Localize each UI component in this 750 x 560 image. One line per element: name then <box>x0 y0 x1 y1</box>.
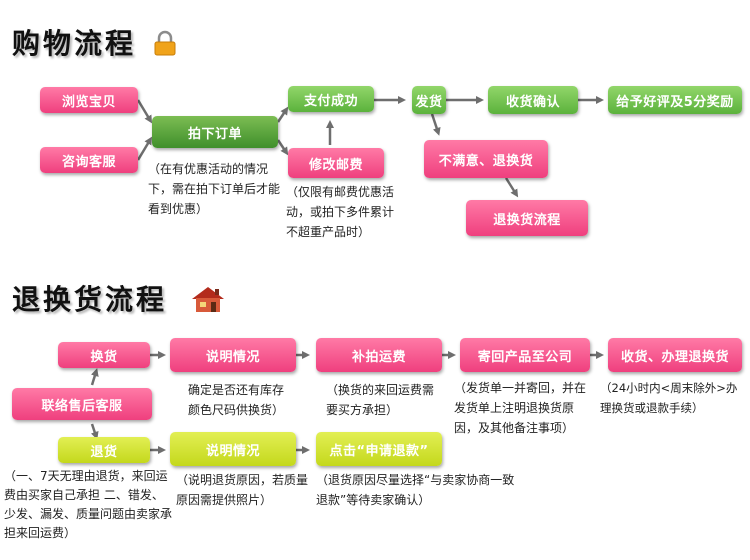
browse-box: 浏览宝贝 <box>40 87 138 113</box>
sendback-note: （发货单一并寄回，并在发货单上注明退换货原因，及其他备注事项） <box>454 381 587 435</box>
finish-note: （24小时内<周末除外>办理换货或退款手续） <box>600 381 738 415</box>
order-box: 拍下订单 <box>152 116 278 148</box>
review-box: 给予好评及5分奖励 <box>608 86 742 114</box>
arrow-ship-unsatisfied <box>430 113 441 136</box>
arrow-unsatisfied-returnflow <box>504 177 519 198</box>
modify-note: （仅限有邮费优惠活动，或拍下多件累计不超重产品时） <box>286 185 395 239</box>
exchange-box: 换货 <box>58 342 150 368</box>
apply-box: 点击“申请退款” <box>316 432 442 466</box>
returns-title: 退换货流程 <box>12 283 168 316</box>
arrow-browse-order <box>136 99 153 124</box>
refund-box: 退货 <box>58 437 150 463</box>
order-note: （在有优惠活动的情况下，需在拍下订单后才能看到优惠） <box>148 162 281 216</box>
freight-note: （换货的来回运费需要买方承担） <box>326 383 435 417</box>
modify-box: 修改邮费 <box>288 148 384 178</box>
arrow-order-modify <box>276 139 289 156</box>
arrow-contact-refund <box>90 423 99 440</box>
lock-icon <box>154 30 176 56</box>
shopping-title: 购物流程 <box>12 27 137 60</box>
arrow-consult-order <box>136 136 153 161</box>
explain1-box: 说明情况 <box>170 338 296 372</box>
explain2-box: 说明情况 <box>170 432 296 466</box>
explain2-note: （说明退货原因，若质量原因需提供照片） <box>176 473 309 507</box>
arrow-order-pay <box>276 106 289 123</box>
confirm-box: 收货确认 <box>488 86 578 114</box>
ship-box: 发货 <box>412 86 446 114</box>
house-icon <box>192 287 224 312</box>
apply-note: （退货原因尽量选择“与卖家协商一致退款”等待卖家确认） <box>316 473 515 507</box>
unsatisfied-box: 不满意、退换货 <box>424 140 548 178</box>
explain1-note: 确定是否还有库存颜色尺码供换货） <box>188 383 285 417</box>
sendback-box: 寄回产品至公司 <box>460 338 590 372</box>
finish-box: 收货、办理退换货 <box>608 338 742 372</box>
arrow-contact-exchange <box>90 368 99 386</box>
pay-box: 支付成功 <box>288 86 374 112</box>
return-flow-box: 退换货流程 <box>466 200 588 236</box>
freight-box: 补拍运费 <box>316 338 442 372</box>
refund-note: （一、7天无理由退货，来回运费由买家自己承担 二、错发、少发、漏发、质量问题由卖… <box>4 469 173 540</box>
consult-box: 咨询客服 <box>40 147 138 173</box>
contact-box: 联络售后客服 <box>12 388 152 420</box>
